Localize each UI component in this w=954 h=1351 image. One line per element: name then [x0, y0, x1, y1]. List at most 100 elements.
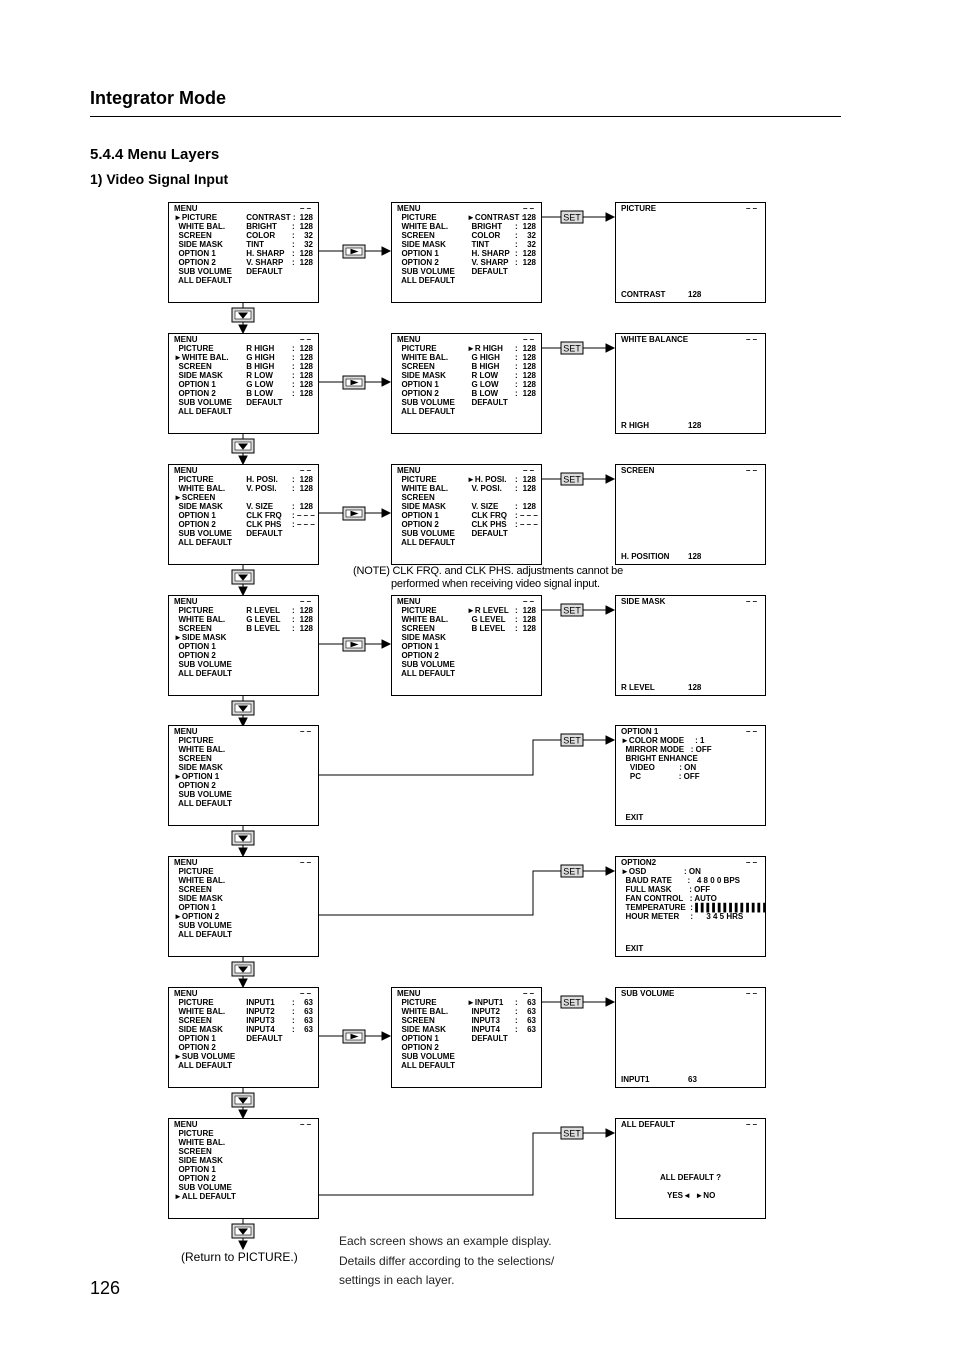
connector-arrowhead [238, 717, 248, 728]
right-key-arrow [350, 510, 359, 517]
down-key-arrow [237, 835, 249, 842]
caption: Each screen shows an example display. De… [339, 1232, 554, 1291]
menu-dash: – – [300, 858, 312, 867]
result-footer-label: R LEVEL [621, 683, 655, 692]
menu-value-column: 128 128 128 128 128 128 [522, 344, 536, 398]
menu-left-column: MENU PICTURE WHITE BAL. SCREEN SIDE MASK… [174, 989, 236, 1070]
connector-arrowhead [238, 324, 248, 335]
connector-arrowhead [605, 343, 616, 353]
main-menu-screen: MENU PICTURE ►WHITE BAL. SCREEN SIDE MAS… [168, 333, 319, 434]
clk-note: (NOTE) CLK FRQ. and CLK PHS. adjustments… [353, 565, 623, 591]
result-title: OPTION2 [621, 858, 657, 867]
menu-item-column: ►H. POSI. V. POSI. V. SIZE CLK FRQ CLK P… [467, 475, 508, 538]
subsection-title: 1) Video Signal Input [90, 171, 229, 187]
result-footer-label: EXIT [621, 813, 644, 822]
set-key-icon [560, 733, 584, 747]
menu-value-column: 63 63 63 63 [304, 998, 313, 1034]
menu-value-column: 128 128 32 32 128 128 [299, 213, 313, 267]
result-body: ►OSD : ON BAUD RATE : 4 8 0 0 BPS FULL M… [621, 867, 769, 921]
right-key-arrow [350, 379, 359, 386]
menu-dash: – – [523, 204, 535, 213]
right-key-arrow [350, 1033, 359, 1040]
set-key-label: SET [563, 606, 581, 616]
page-title: Integrator Mode [90, 88, 227, 108]
down-key-arrow [237, 1228, 249, 1235]
connector-arrowhead [238, 586, 248, 597]
submenu-screen: MENU PICTURE WHITE BAL. SCREEN SIDE MASK… [391, 333, 542, 434]
set-key-icon [560, 995, 584, 1009]
note-line: (NOTE) CLK FRQ. and CLK PHS. adjustments… [353, 565, 624, 577]
menu-colon-column: : : : : : [515, 475, 518, 529]
connector-arrowhead [381, 508, 392, 518]
menu-colon-column: : : : [515, 606, 518, 633]
connector-arrowhead [605, 474, 616, 484]
connector-arrowhead [381, 377, 392, 387]
caption-line: Each screen shows an example display. [339, 1234, 552, 1248]
menu-item-column: ►R HIGH G HIGH B HIGH R LOW G LOW B LOW … [467, 344, 508, 407]
result-footer-value: 128 [688, 683, 702, 692]
main-menu-screen: MENU PICTURE WHITE BAL. ►SCREEN SIDE MAS… [168, 464, 319, 565]
result-title: WHITE BALANCE [621, 335, 689, 344]
result-dash: – – [746, 1120, 758, 1129]
result-footer-value: 128 [688, 421, 702, 430]
menu-left-column: MENU PICTURE WHITE BAL. SCREEN SIDE MASK… [397, 466, 456, 547]
connector-arrowhead [238, 455, 248, 466]
menu-left-column: MENU PICTURE WHITE BAL. SCREEN SIDE MASK… [397, 597, 456, 678]
connector-arrowhead [605, 605, 616, 615]
set-key-label: SET [563, 1129, 581, 1139]
result-dash: – – [746, 727, 758, 736]
set-key-label: SET [563, 475, 581, 485]
submenu-screen: MENU PICTURE WHITE BAL. SCREEN SIDE MASK… [391, 464, 542, 565]
connector-arrowhead [238, 978, 248, 989]
menu-value-column: 128 128 128 128 128 128 [299, 344, 313, 398]
result-dash: – – [746, 858, 758, 867]
submenu-screen: MENU PICTURE WHITE BAL. SCREEN SIDE MASK… [391, 987, 542, 1088]
result-question: ALL DEFAULT ? [660, 1173, 722, 1182]
menu-value-column: 128 128 32 32 128 128 [522, 213, 536, 267]
menu-left-column: MENU PICTURE WHITE BAL. ►SCREEN SIDE MAS… [174, 466, 233, 547]
result-dash: – – [746, 989, 758, 998]
menu-left-column: MENU PICTURE WHITE BAL. SCREEN SIDE MASK… [397, 335, 456, 416]
menu-item-column: R LEVEL G LEVEL B LEVEL [246, 606, 281, 633]
menu-colon-column: : : : [292, 606, 295, 633]
menu-value-column: 128 128 128 – – – – – – [520, 475, 538, 529]
set-key-icon [560, 341, 584, 355]
result-title: PICTURE [621, 204, 657, 213]
menu-item-column: CONTRAST : BRIGHT COLOR TINT H. SHARP V.… [246, 213, 296, 276]
result-body: ►COLOR MODE : 1 MIRROR MODE : OFF BRIGHT… [621, 736, 712, 781]
down-key-arrow [237, 312, 249, 319]
menu-left-column: MENU PICTURE WHITE BAL. SCREEN SIDE MASK… [174, 1120, 236, 1201]
result-choice: YES◄ ►NO [667, 1191, 716, 1200]
menu-colon-column: : : : : : : [292, 344, 295, 398]
result-footer-value: 63 [688, 1075, 697, 1084]
connector-arrowhead [381, 246, 392, 256]
menu-colon-column: : : : : [515, 998, 518, 1034]
main-menu-screen: MENU PICTURE WHITE BAL. SCREEN SIDE MASK… [168, 856, 319, 957]
result-footer-label: R HIGH [621, 421, 649, 430]
return-to-picture-label: (Return to PICTURE.) [181, 1250, 298, 1264]
menu-dash: – – [300, 727, 312, 736]
result-dash: – – [746, 597, 758, 606]
set-key-label: SET [563, 998, 581, 1008]
down-key-arrow [237, 443, 249, 450]
menu-value-column: 128 128 128 [522, 606, 536, 633]
result-footer-value: 128 [688, 552, 702, 561]
menu-colon-column: : : : : : [292, 475, 295, 529]
submenu-screen: MENU PICTURE WHITE BAL. SCREEN SIDE MASK… [391, 595, 542, 696]
caption-line: Details differ according to the selectio… [339, 1253, 555, 1268]
menu-dash: – – [523, 466, 535, 475]
menu-dash: – – [523, 989, 535, 998]
set-key-icon [560, 603, 584, 617]
connector-arrowhead [605, 1128, 616, 1138]
result-title: SUB VOLUME [621, 989, 675, 998]
menu-left-column: MENU PICTURE WHITE BAL. SCREEN SIDE MASK… [397, 989, 456, 1070]
set-key-label: SET [563, 736, 581, 746]
menu-dash: – – [300, 989, 312, 998]
menu-colon-column: : : : : : : [515, 344, 518, 398]
main-menu-screen: MENU ►PICTURE WHITE BAL. SCREEN SIDE MAS… [168, 202, 319, 303]
